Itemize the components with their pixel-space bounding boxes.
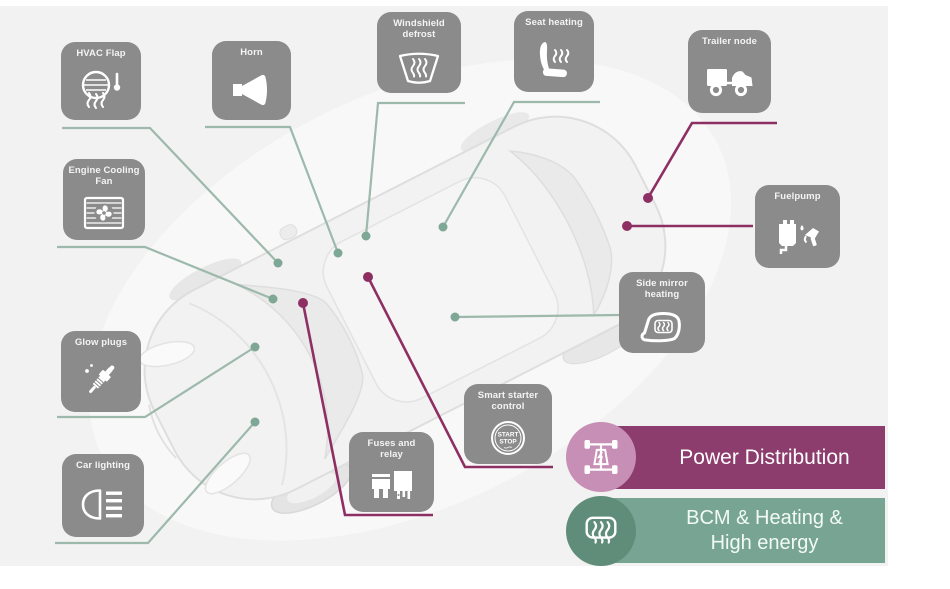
fuses-connector	[301, 302, 433, 517]
windshield-connector	[364, 101, 465, 237]
trailer-node-icon	[705, 49, 755, 113]
node-label: HVAC Flap	[76, 48, 126, 59]
node-windshield-defrost[interactable]: Windshield defrost	[377, 12, 461, 93]
svg-text:STOP: STOP	[499, 438, 517, 445]
power-distribution-badge	[566, 422, 636, 492]
lighting-connector	[55, 421, 256, 545]
node-label: Horn	[240, 47, 263, 58]
side-mirror-heating-icon	[638, 302, 686, 353]
hvac-connector	[62, 126, 279, 264]
node-label: Fuses and relay	[367, 438, 416, 460]
node-label: Car lighting	[76, 460, 130, 471]
node-smart-starter-control[interactable]: Smart starter control START STOP	[464, 384, 552, 464]
node-label: Engine Cooling Fan	[68, 165, 140, 187]
node-glow-plugs[interactable]: Glow plugs	[61, 331, 141, 412]
engine-cooling-fan-icon	[81, 189, 127, 240]
node-label: Smart starter control	[477, 390, 539, 412]
bcm-heating-badge	[566, 496, 636, 566]
node-horn[interactable]: Horn	[212, 41, 291, 120]
bcm-connectors	[55, 100, 621, 545]
heating-icon	[585, 516, 617, 544]
legend-bcm-heating: BCM & Heating & High energy	[566, 496, 885, 566]
start-stop-button-icon: START STOP	[486, 414, 530, 464]
trailer-connector	[646, 121, 777, 199]
chassis-battery-icon	[584, 439, 618, 475]
node-label: Fuelpump	[774, 191, 821, 202]
seat-connector	[442, 100, 600, 228]
node-car-lighting[interactable]: Car lighting	[62, 454, 144, 537]
node-seat-heating[interactable]: Seat heating	[514, 11, 594, 92]
node-label: Windshield defrost	[393, 18, 445, 40]
node-label: Trailer node	[701, 36, 758, 47]
starter-connector	[366, 276, 553, 469]
node-fuelpump[interactable]: Fuelpump	[755, 185, 840, 268]
power-connector-dots	[298, 193, 653, 308]
fuelpump-icon	[774, 204, 822, 268]
mirror-connector	[454, 313, 621, 319]
node-label: Seat heating	[525, 17, 583, 28]
svg-text:START: START	[498, 431, 519, 438]
node-trailer-node[interactable]: Trailer node	[688, 30, 771, 113]
fan-connector	[57, 245, 274, 301]
node-hvac-flap[interactable]: HVAC Flap	[61, 42, 141, 120]
hvac-flap-icon	[77, 61, 125, 120]
windshield-defrost-icon	[395, 42, 443, 93]
legend-power-label: Power Distribution	[679, 445, 850, 469]
node-side-mirror-heating[interactable]: Side mirror heating	[619, 272, 705, 353]
bcm-connector-dots	[250, 222, 460, 427]
node-label: Side mirror heating	[636, 278, 688, 300]
car-lighting-icon	[79, 473, 127, 537]
horn-icon	[229, 60, 275, 120]
node-label: Glow plugs	[74, 337, 128, 348]
power-connectors	[301, 121, 777, 517]
legend-bcm-label-line1: BCM & Heating &	[686, 506, 843, 529]
node-fuses-and-relay[interactable]: Fuses and relay	[349, 432, 434, 512]
seat-heating-icon	[533, 30, 575, 92]
legend-power-distribution: Power Distribution	[566, 422, 885, 492]
node-engine-cooling-fan[interactable]: Engine Cooling Fan	[63, 159, 145, 240]
legend-bcm-label-line2: High energy	[710, 531, 819, 554]
horn-connector	[205, 125, 340, 254]
car-illustration	[138, 112, 667, 514]
fuses-relay-icon	[368, 462, 416, 512]
glow-plugs-icon	[78, 350, 124, 412]
glow-connector	[57, 346, 256, 419]
